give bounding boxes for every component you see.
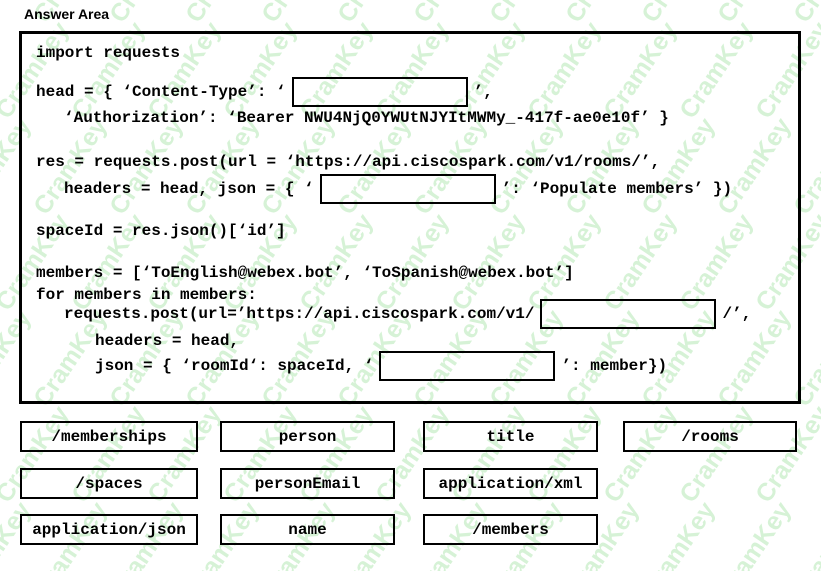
option-name[interactable]: name bbox=[220, 514, 395, 545]
code-line-import: import requests bbox=[36, 44, 180, 62]
code-text: ‘Authorization’: ‘Bearer NWU4NjQ0YWUtNJY… bbox=[64, 109, 669, 127]
code-panel bbox=[19, 31, 801, 404]
code-text: requests.post(url=’https://api.ciscospar… bbox=[64, 305, 535, 323]
code-text: res = requests.post(url = ‘https://api.c… bbox=[36, 153, 661, 171]
code-text: head = { ‘Content-Type’: ‘ bbox=[36, 83, 286, 101]
code-text: spaceId = res.json()[‘id’] bbox=[36, 222, 286, 240]
option-memberships[interactable]: /memberships bbox=[20, 421, 198, 452]
code-text: headers = head, bbox=[95, 332, 240, 350]
code-text: json = { ‘roomId‘: spaceId, ‘ bbox=[95, 357, 374, 375]
option-spaces[interactable]: /spaces bbox=[20, 468, 198, 499]
code-line-json-roomid: json = { ‘roomId‘: spaceId, ‘ ’: member}) bbox=[95, 351, 667, 381]
code-line-headers-json: headers = head, json = { ‘ ’: ‘Populate m… bbox=[64, 174, 732, 204]
option-person[interactable]: person bbox=[220, 421, 395, 452]
blank-membership-key[interactable] bbox=[379, 351, 556, 381]
code-line-members-list: members = [‘ToEnglish@webex.bot’, ‘ToSpa… bbox=[36, 264, 574, 282]
code-line-authorization: ‘Authorization’: ‘Bearer NWU4NjQ0YWUtNJY… bbox=[64, 109, 669, 127]
code-line-post-url: requests.post(url=’https://api.ciscospar… bbox=[64, 299, 751, 329]
code-text: /’, bbox=[722, 305, 752, 323]
blank-url-resource[interactable] bbox=[540, 299, 717, 329]
option-application-xml[interactable]: application/xml bbox=[423, 468, 598, 499]
code-text: members = [‘ToEnglish@webex.bot’, ‘ToSpa… bbox=[36, 264, 574, 282]
answer-area-title: Answer Area bbox=[24, 6, 110, 22]
code-text: headers = head, json = { ‘ bbox=[64, 180, 314, 198]
code-text: for members in members: bbox=[36, 286, 257, 304]
blank-content-type[interactable] bbox=[291, 77, 468, 107]
code-text: ’, bbox=[473, 83, 493, 101]
option-members[interactable]: /members bbox=[423, 514, 598, 545]
code-text: ’: ‘Populate members’ }) bbox=[501, 180, 733, 198]
option-application-json[interactable]: application/json bbox=[20, 514, 198, 545]
code-line-spaceid: spaceId = res.json()[‘id’] bbox=[36, 222, 286, 240]
code-line-for-loop: for members in members: bbox=[36, 286, 257, 304]
code-line-headers: headers = head, bbox=[95, 332, 239, 350]
code-line-head: head = { ‘Content-Type’: ‘ ’, bbox=[36, 77, 493, 107]
option-personemail[interactable]: personEmail bbox=[220, 468, 395, 499]
code-text: import requests bbox=[36, 44, 181, 62]
option-rooms[interactable]: /rooms bbox=[623, 421, 797, 452]
code-line-res-post: res = requests.post(url = ‘https://api.c… bbox=[36, 153, 660, 171]
code-text: ’: member}) bbox=[561, 357, 668, 375]
option-title[interactable]: title bbox=[423, 421, 598, 452]
blank-room-title-key[interactable] bbox=[319, 174, 496, 204]
